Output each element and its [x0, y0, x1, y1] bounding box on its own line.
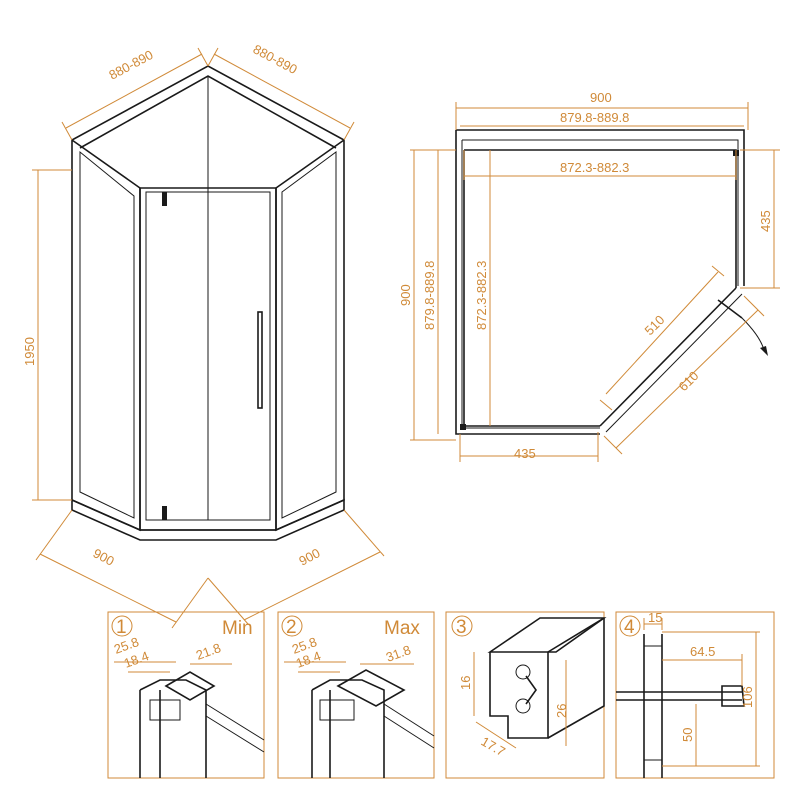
detail-3-d2: 26	[554, 704, 569, 718]
plan-door-outer-dim: 610	[676, 368, 702, 394]
detail-4-d4: 50	[680, 728, 695, 742]
plan-bottom-side-dim: 435	[514, 446, 536, 461]
iso-top-left-dim: 880-890	[106, 47, 155, 83]
right-fixed-panel	[275, 138, 345, 532]
detail-3-profile: 3 16 26 17.7	[445, 611, 607, 779]
plan-right-side-dim: 435	[758, 210, 773, 232]
door-swing-arrow-icon	[760, 346, 768, 356]
iso-height-dim: 1950	[22, 337, 37, 366]
detail-2-label: Max	[384, 618, 420, 639]
detail-2-max: 2 Max 25.8 18.4 31.8	[277, 611, 435, 779]
plan-top-outer-dim: 900	[590, 90, 612, 105]
plan-door-inner-dim: 510	[642, 312, 668, 338]
detail-2-number: 2	[286, 617, 297, 638]
plan-door-glass	[599, 287, 737, 427]
detail-1-number: 1	[116, 617, 127, 638]
iso-top-right-dim: 880-890	[251, 41, 300, 77]
left-fixed-panel	[71, 138, 141, 532]
detail-3-number: 3	[456, 617, 467, 638]
isometric-view: 880-890 880-890 1950 900 900	[22, 41, 385, 629]
detail-3-d1: 16	[458, 676, 473, 690]
detail-1-min: 1 Min 25.8 18.4 21.8	[107, 611, 265, 779]
detail-3-d3: 17.7	[479, 734, 508, 760]
plan-left-inner-dim: 872.3-882.3	[474, 261, 489, 330]
detail-4-number: 4	[624, 617, 635, 638]
plan-left-outer-dim: 900	[398, 284, 413, 306]
detail-4-handle: 4 15 64.5 106 50	[615, 610, 775, 779]
plan-top-inner-dim: 872.3-882.3	[560, 160, 629, 175]
top-hinge	[162, 192, 167, 206]
detail-4-d2: 64.5	[690, 644, 715, 659]
detail-4-d3: 106	[740, 686, 755, 708]
detail-1-label: Min	[222, 618, 253, 639]
plan-left-mid-dim: 879.8-889.8	[422, 261, 437, 330]
iso-bottom-right-dim: 900	[296, 545, 322, 568]
detail-4-d1: 15	[648, 610, 662, 625]
plan-view: 900 879.8-889.8 872.3-882.3 900 879.8-88…	[398, 90, 780, 462]
bottom-hinge	[162, 506, 167, 520]
door-handle	[257, 311, 263, 409]
wall-top-right	[456, 129, 745, 286]
plan-top-mid-dim: 879.8-889.8	[560, 110, 629, 125]
detail-2-d3: 31.8	[384, 642, 413, 665]
detail-1-d3: 21.8	[194, 640, 223, 663]
wall-left-bottom	[455, 130, 600, 435]
iso-bottom-left-dim: 900	[91, 545, 117, 568]
